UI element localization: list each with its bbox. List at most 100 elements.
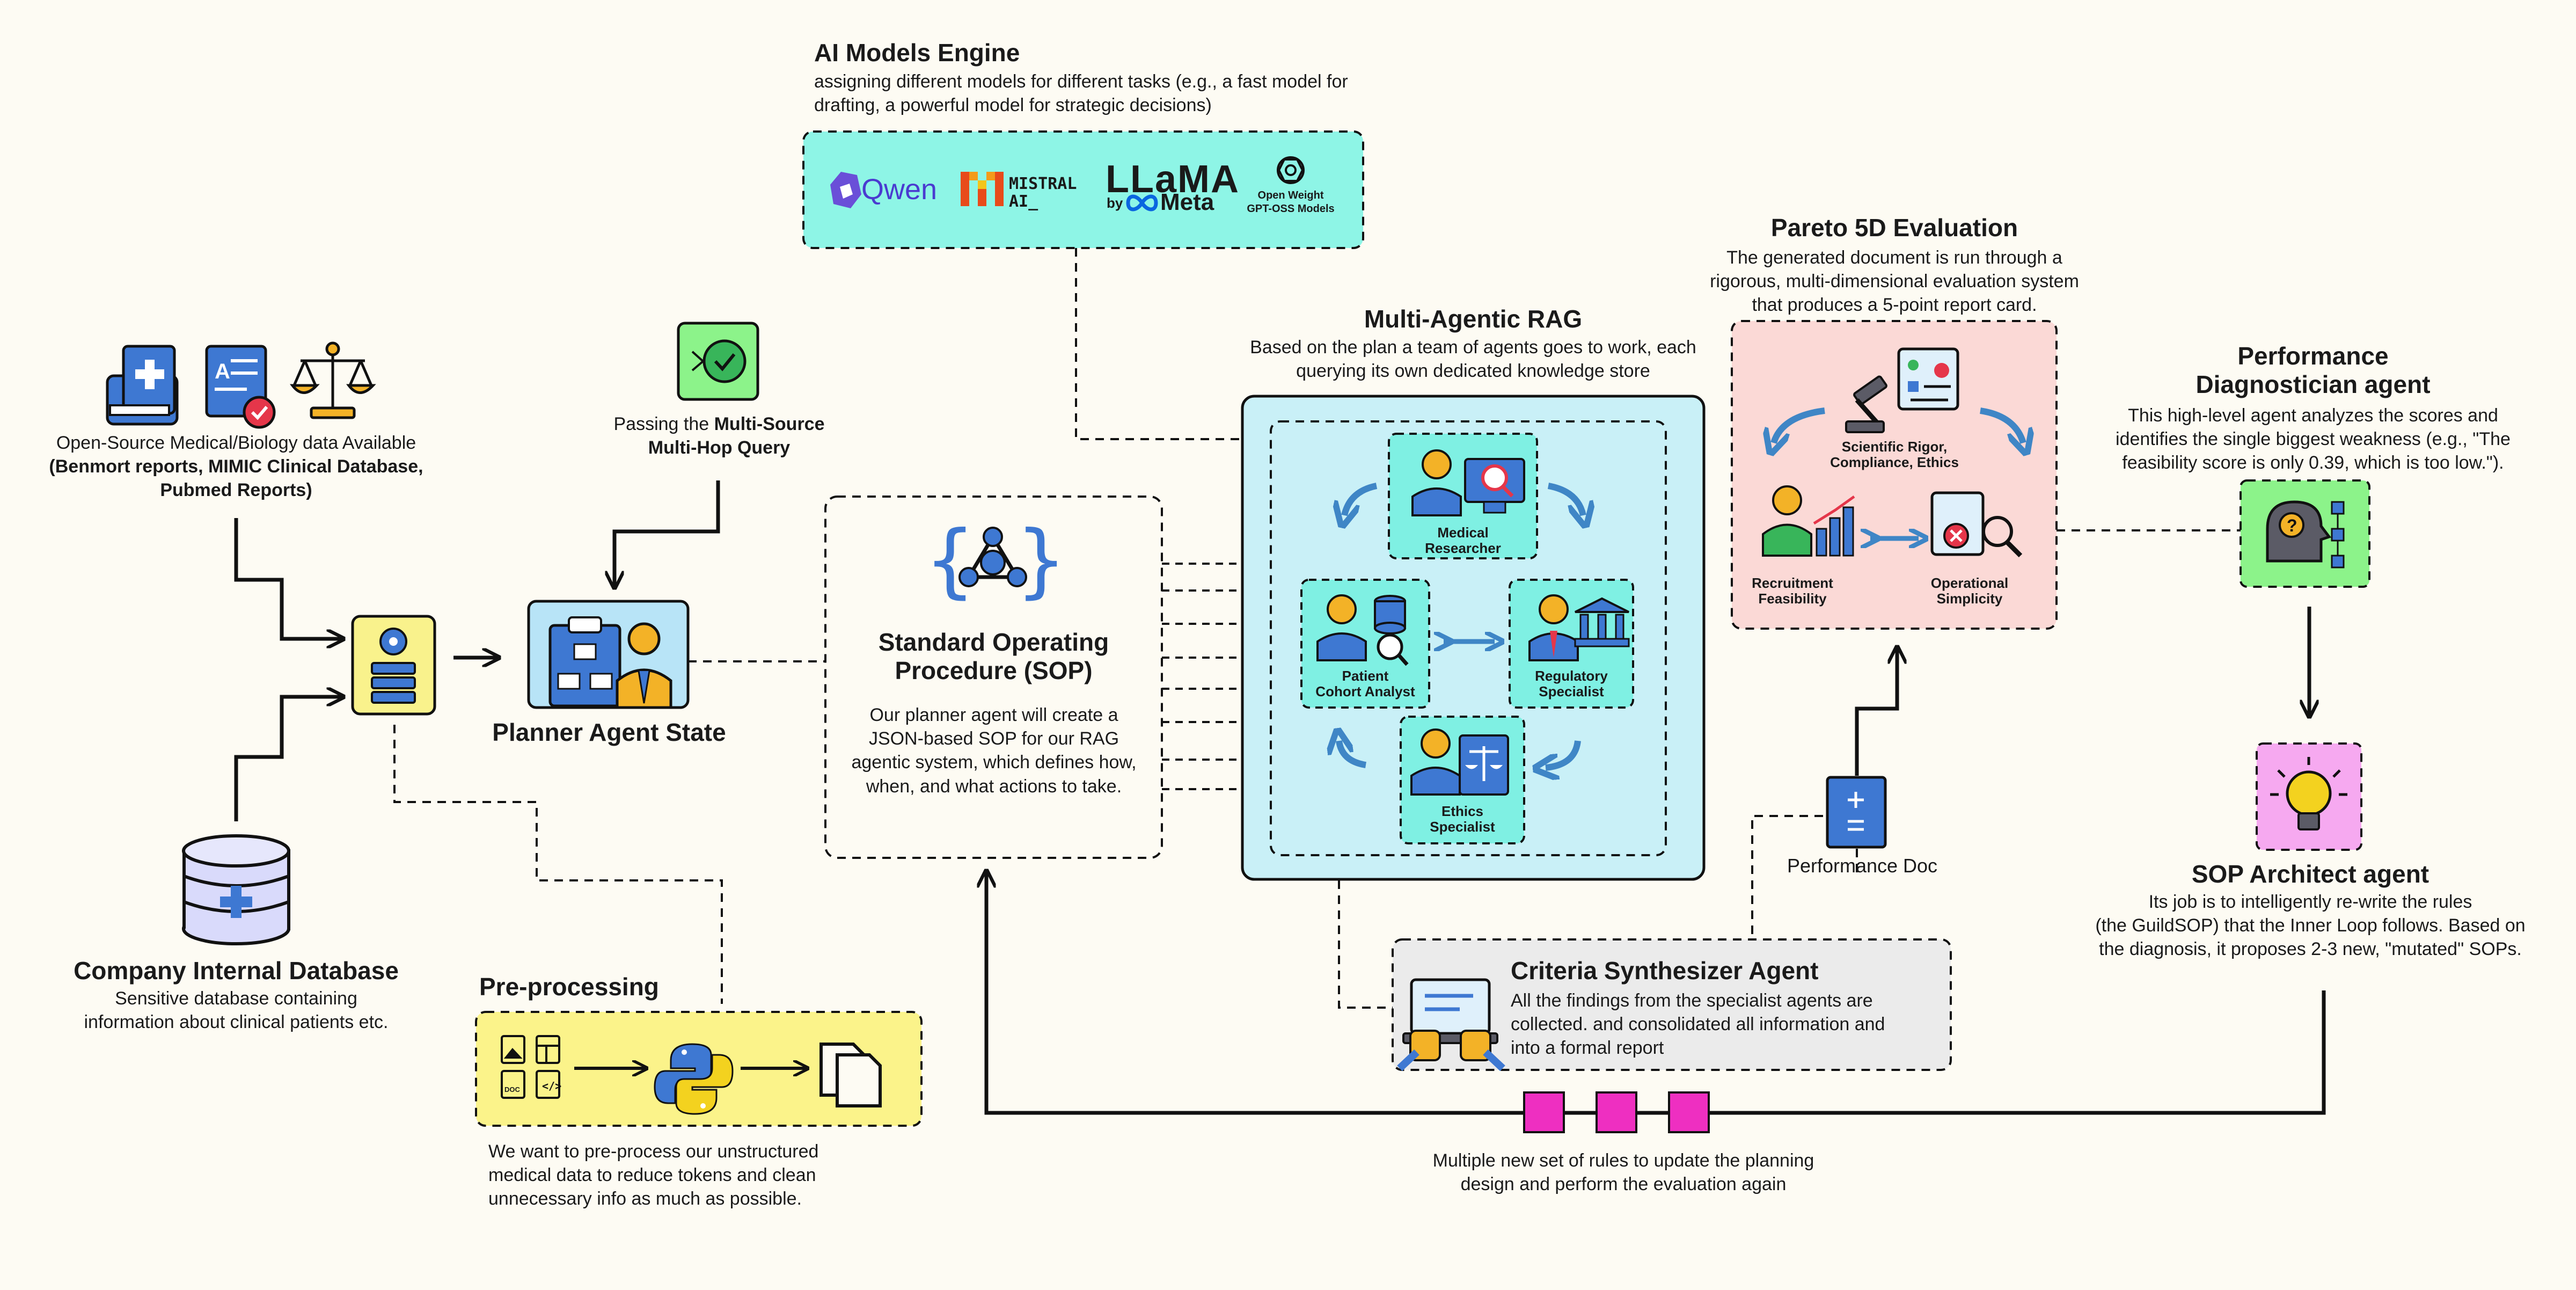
- gpt-oss-line1: Open Weight: [1257, 190, 1324, 201]
- regulatory-line1: Regulatory: [1535, 668, 1608, 684]
- sop-title-line1: Standard Operating: [878, 628, 1109, 656]
- synth-line1: All the findings from the specialist age…: [1511, 990, 1873, 1011]
- ops-line1: Operational: [1930, 575, 2009, 591]
- documents-icon: [819, 1043, 882, 1107]
- medical-line2: Researcher: [1425, 540, 1501, 556]
- medical-line1: Medical: [1437, 524, 1489, 541]
- python-logo-icon: [654, 1043, 734, 1115]
- diagnostician-desc: This high-level agent analyzes the score…: [2072, 404, 2555, 475]
- gpt-oss-label: Open Weight GPT-OSS Models: [1234, 189, 1347, 216]
- architect-desc: Its job is to intelligently re-write the…: [2061, 890, 2560, 961]
- company-db-line2: information about clinical patients etc.: [84, 1012, 389, 1033]
- rag-cycle-arrows: [1339, 483, 1583, 768]
- gpt-oss-line2: GPT-OSS Models: [1247, 203, 1335, 215]
- svg-text:}: }: [1017, 514, 1065, 607]
- qwen-logo-icon: [830, 172, 861, 208]
- dash-ai-to-rag: [1075, 248, 1242, 440]
- svg-text:A: A: [215, 360, 230, 383]
- company-db-line1: Sensitive database containing: [115, 988, 357, 1009]
- pareto-desc: The generated document is run through a …: [1680, 246, 2109, 317]
- sop-graph-icon: { }: [926, 514, 1065, 607]
- svg-text:{: {: [926, 514, 974, 607]
- cohort-line1: Patient: [1342, 668, 1389, 684]
- query-prefix: Passing the: [613, 414, 714, 434]
- planner-title: Planner Agent State: [492, 718, 726, 746]
- doc-file-label: DOC: [504, 1085, 520, 1094]
- query-arrow-icon: [677, 322, 759, 401]
- sop-title-line2: Procedure (SOP): [895, 656, 1093, 684]
- sources-line2: (Benmort reports, MIMIC Clinical Databas…: [49, 456, 423, 477]
- diag-title-line1: Performance: [2237, 342, 2389, 370]
- scales-icon: [290, 341, 376, 419]
- meta-label: Meta: [1160, 189, 1214, 215]
- pareto-line2: rigorous, multi-dimensional evaluation s…: [1710, 271, 2079, 292]
- llama-label: LLaMA: [1106, 158, 1240, 201]
- file-types-icon: </>: [501, 1035, 561, 1099]
- dash-perfdoc-to-synth: [1751, 815, 1858, 937]
- performance-doc-label: Performance Doc: [1787, 855, 1938, 877]
- regulatory-line2: Specialist: [1539, 683, 1604, 699]
- recruit-line2: Feasibility: [1758, 590, 1827, 607]
- synth-line3: into a formal report: [1511, 1038, 1664, 1059]
- arch-line3: the diagnosis, it proposes 2-3 new, "mut…: [2099, 939, 2522, 960]
- company-db-title: Company Internal Database: [74, 957, 399, 985]
- planner-clipboard-icon: [527, 600, 690, 709]
- sop-title: Standard Operating Procedure (SOP): [831, 628, 1157, 685]
- rag-desc-line2: querying its own dedicated knowledge sto…: [1296, 361, 1650, 382]
- preprocessing-title: Pre-processing: [479, 973, 659, 1001]
- diagnostician-title: Performance Diagnostician agent: [2120, 342, 2506, 399]
- ai-engine-title: AI Models Engine: [814, 39, 1020, 67]
- performance-doc-icon: [1826, 776, 1887, 849]
- pareto-title: Pareto 5D Evaluation: [1770, 214, 2018, 242]
- rag-desc: Based on the plan a team of agents goes …: [1148, 336, 1798, 383]
- diagnostician-head-icon: ?: [2240, 479, 2370, 588]
- database-icon: [182, 834, 290, 945]
- sop-desc: Our planner agent will create a JSON-bas…: [851, 705, 1137, 797]
- rigor-line1: Scientific Rigor,: [1841, 439, 1948, 455]
- operational-search-icon: [1930, 491, 2023, 558]
- medical-researcher-icon: [1388, 433, 1538, 559]
- loop-text: Multiple new set of rules to update the …: [1347, 1149, 1900, 1196]
- architect-title: SOP Architect agent: [2191, 860, 2429, 888]
- server-gear-icon: [351, 615, 436, 716]
- ops-line2: Simplicity: [1936, 590, 2003, 607]
- diag-title-line2: Diagnostician agent: [2196, 370, 2431, 398]
- query-text: Passing the Multi-Source Multi-Hop Query: [569, 412, 869, 460]
- mistral-label-line2: AI_: [1009, 192, 1038, 211]
- dash-server-to-preproc: [393, 725, 723, 1004]
- query-bold: Multi-Source: [714, 414, 825, 434]
- diag-line1: This high-level agent analyzes the score…: [2128, 405, 2498, 426]
- arch-line2: (the GuildSOP) that the Inner Loop follo…: [2095, 915, 2526, 936]
- patient-cohort-analyst-icon: [1300, 579, 1430, 709]
- regulatory-specialist-icon: [1509, 579, 1634, 709]
- ethics-line2: Specialist: [1430, 818, 1495, 835]
- mistral-label: MISTRAL AI_: [1009, 175, 1077, 210]
- arrow-perfdoc-to-pareto: [1855, 647, 1897, 776]
- meta-logo-icon: [1126, 194, 1158, 212]
- mistral-logo-icon: [961, 172, 1004, 206]
- preproc-line2: medical data to reduce tokens and clean: [488, 1165, 816, 1186]
- mistral-label-line1: MISTRAL: [1009, 174, 1077, 193]
- architect-bulb-icon: [2256, 742, 2362, 851]
- rag-title: Multi-Agentic RAG: [1364, 305, 1583, 333]
- cohort-line2: Cohort Analyst: [1315, 683, 1415, 699]
- sources-line1: Open-Source Medical/Biology data Availab…: [56, 433, 416, 453]
- arrow-loop-to-sop: [986, 871, 2326, 1115]
- preproc-line1: We want to pre-process our unstructured: [488, 1141, 819, 1162]
- qwen-label: Qwen: [861, 173, 938, 206]
- dash-sop-to-rag: [1162, 563, 1271, 790]
- openai-logo-icon: [1277, 156, 1305, 184]
- ethics-specialist-icon: [1400, 716, 1525, 844]
- synth-line2: collected. and consolidated all informat…: [1511, 1014, 1885, 1035]
- medical-books-icon: [106, 345, 179, 426]
- arch-line1: Its job is to intelligently re-write the…: [2148, 892, 2472, 912]
- arrow-db-to-server: [234, 697, 343, 821]
- pareto-line1: The generated document is run through a: [1726, 247, 2062, 268]
- rigor-label: Scientific Rigor, Compliance, Ethics: [1792, 439, 1996, 470]
- preprocessing-desc: We want to pre-process our unstructured …: [488, 1140, 818, 1211]
- llama-by-label: by: [1107, 195, 1123, 211]
- ai-engine-desc: assigning different models for different…: [814, 71, 1348, 116]
- loop-rule-squares: [1523, 1091, 1710, 1133]
- recruit-line1: Recruitment: [1752, 575, 1833, 591]
